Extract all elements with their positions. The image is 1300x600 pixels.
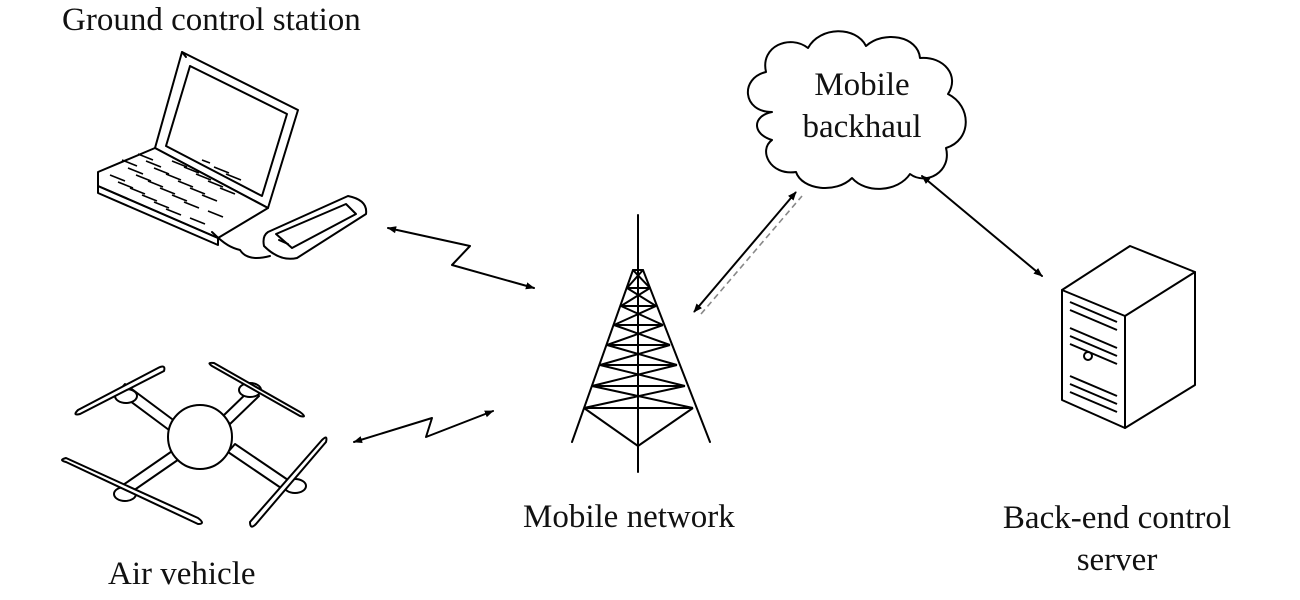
mobile-backhaul-label-line1: Mobile <box>814 67 909 103</box>
air-vehicle-label: Air vehicle <box>108 556 256 592</box>
laptop-icon <box>97 51 299 259</box>
air-vehicle-wireless-link <box>353 410 494 444</box>
smartphone-icon <box>262 195 368 260</box>
cloud-icon <box>747 30 967 190</box>
backhaul-server-link <box>921 175 1043 277</box>
mobile-backhaul-label-line2: backhaul <box>802 109 921 145</box>
cell-tower-icon <box>571 214 711 473</box>
ground-station-label: Ground control station <box>62 2 361 38</box>
mobile-network-label: Mobile network <box>523 499 735 535</box>
tower-backhaul-link <box>693 191 803 315</box>
drone-icon <box>61 361 328 528</box>
server-icon <box>1061 245 1196 429</box>
ground-station-wireless-link <box>387 226 535 290</box>
server-label-line2: server <box>1077 542 1158 578</box>
server-label-line1: Back-end control <box>1003 500 1231 536</box>
